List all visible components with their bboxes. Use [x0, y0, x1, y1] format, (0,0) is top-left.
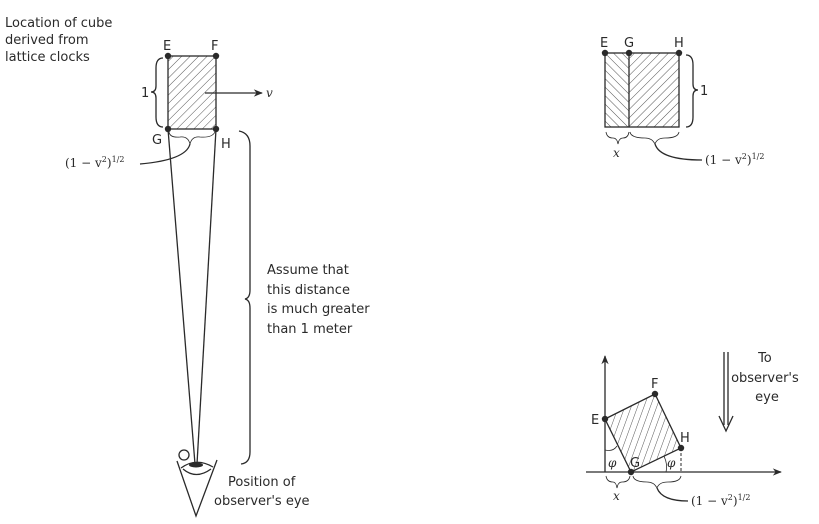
- width-brace: [168, 131, 216, 145]
- height-brace: [150, 57, 164, 128]
- observer-eye-icon: [176, 459, 218, 518]
- contracted-length-label: (1 − v2)1/2: [65, 155, 124, 170]
- x-brace: [605, 475, 631, 489]
- rotated-square: [605, 394, 681, 472]
- label-h: H: [674, 36, 684, 51]
- width-brace: [629, 131, 680, 146]
- label-h: H: [680, 431, 690, 446]
- top-right-panel: E G H 1 x (1 − v2)1/2: [600, 36, 764, 167]
- label-g: G: [624, 36, 634, 51]
- direction-double-arrow-icon: [718, 352, 734, 433]
- point-h: [677, 444, 685, 452]
- label-h: H: [221, 137, 231, 152]
- label-e: E: [163, 39, 171, 54]
- angle-arc-left: [604, 445, 618, 451]
- side-face: [605, 53, 629, 127]
- distance-note: Assume that this distance is much greate…: [267, 263, 374, 337]
- width-leader: [656, 487, 689, 502]
- label-f: F: [651, 377, 658, 392]
- eye-caption: Position of observer's eye: [214, 475, 310, 509]
- label-e: E: [600, 36, 608, 51]
- bottom-right-panel: φ φ E F H G To observer's eye x (1 − v2)…: [586, 351, 803, 508]
- origin-o: [178, 449, 190, 461]
- side-length-label: 1: [700, 84, 708, 99]
- sight-line-h: [196, 128, 217, 465]
- width-brace: [632, 475, 682, 490]
- label-e: E: [591, 413, 599, 428]
- point-f: [651, 390, 659, 398]
- angle-label-left: φ: [608, 456, 617, 470]
- height-brace: [685, 54, 699, 128]
- direction-note: To observer's eye: [731, 351, 803, 405]
- point-h: [675, 49, 683, 57]
- label-g: G: [152, 133, 162, 148]
- side-length-label: 1: [141, 86, 149, 101]
- x-label: x: [613, 146, 620, 160]
- width-leader: [654, 143, 703, 161]
- square-outline: [604, 52, 680, 128]
- x-label: x: [613, 489, 620, 503]
- distance-brace: [238, 130, 251, 465]
- point-f: [212, 52, 220, 60]
- contracted-length-label: (1 − v2)1/2: [705, 152, 764, 167]
- cube-location-caption: Location of cube derived from lattice cl…: [5, 16, 117, 65]
- point-g: [627, 468, 635, 476]
- sight-line-g: [167, 128, 196, 465]
- point-g: [625, 49, 633, 57]
- label-f: F: [211, 39, 218, 54]
- contracted-length-label: (1 − v2)1/2: [691, 493, 750, 508]
- front-face: [629, 53, 679, 127]
- point-e: [601, 415, 609, 423]
- x-brace: [605, 131, 630, 145]
- velocity-label: v: [266, 86, 273, 100]
- left-panel: Location of cube derived from lattice cl…: [5, 16, 374, 518]
- angle-arc-right: [663, 455, 668, 473]
- width-leader: [139, 143, 191, 165]
- point-e: [164, 52, 172, 60]
- angle-label-right: φ: [667, 456, 676, 470]
- point-e: [601, 49, 609, 57]
- label-g: G: [630, 456, 640, 471]
